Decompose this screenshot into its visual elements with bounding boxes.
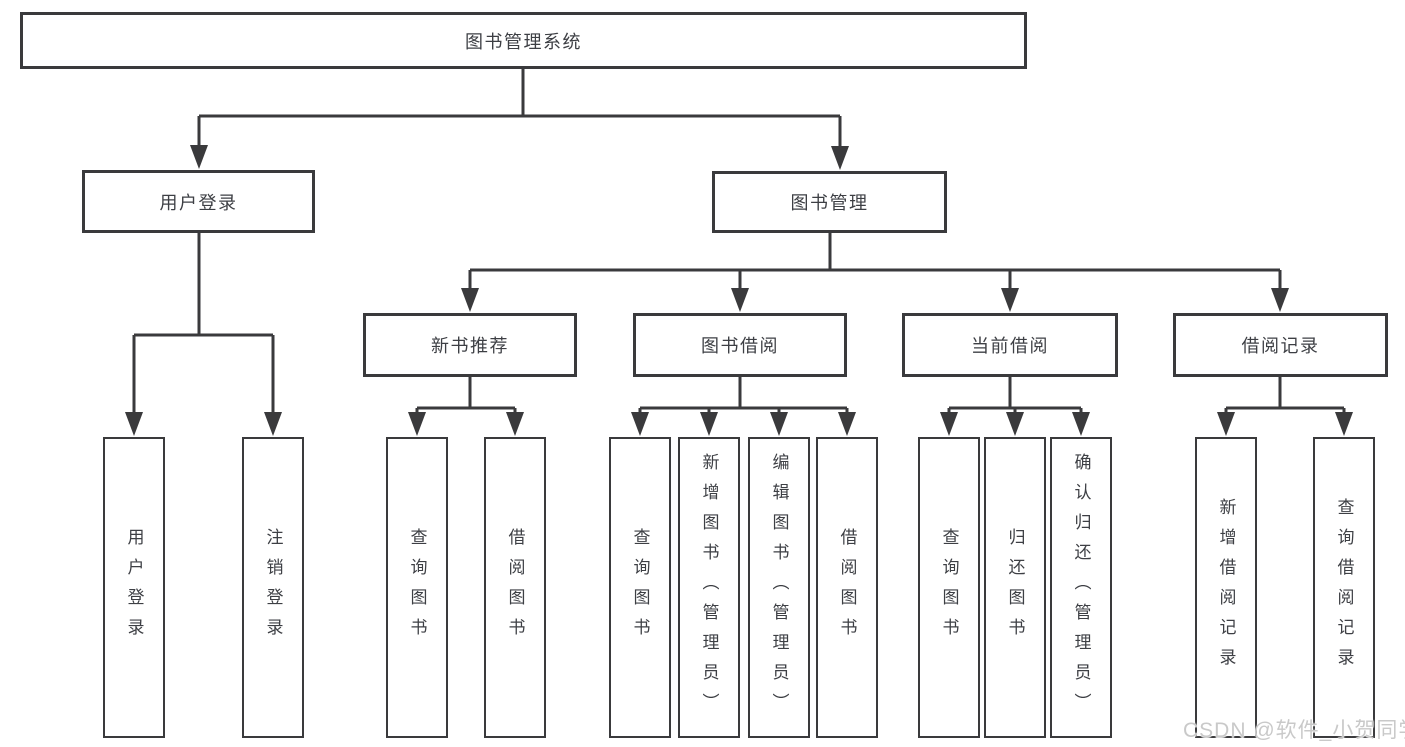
node-label: 借阅图书 [837,527,857,648]
node-book-borrowing: 图书借阅 [633,313,847,377]
leaf-add-borrow-record: 新增借阅记录 [1195,437,1257,738]
node-library-management-system: 图书管理系统 [20,12,1027,69]
node-label: 用户登录 [159,192,238,213]
leaf-add-books-admin: 新增图书（管理员） [678,437,740,738]
node-label: 借阅图书 [505,527,525,648]
node-borrowing-records: 借阅记录 [1173,313,1388,377]
node-label: 当前借阅 [971,336,1049,356]
leaf-query-books-borrowing: 查询图书 [609,437,671,738]
node-label: 查询图书 [939,527,959,648]
leaf-query-books-recommend: 查询图书 [386,437,448,738]
node-label: 查询图书 [407,527,427,648]
leaf-query-borrow-record: 查询借阅记录 [1313,437,1375,738]
node-label: 注销登录 [263,527,283,648]
leaf-confirm-return-admin: 确认归还（管理员） [1050,437,1112,738]
leaf-borrow-books: 借阅图书 [816,437,878,738]
node-label: 借阅记录 [1241,336,1320,356]
node-current-borrowing: 当前借阅 [902,313,1118,377]
node-label: 查询借阅记录 [1334,497,1354,678]
node-label: 图书管理系统 [465,31,582,52]
leaf-logout-login: 注销登录 [242,437,304,738]
csdn-watermark: CSDN @软件_小贺同学 [1183,719,1405,742]
node-label: 图书管理 [790,193,869,213]
leaf-edit-books-admin: 编辑图书（管理员） [748,437,810,738]
node-user-login: 用户登录 [82,170,315,233]
leaf-query-books-current: 查询图书 [918,437,980,738]
node-label: 新增借阅记录 [1216,497,1236,678]
node-label: 新书推荐 [431,336,509,356]
leaf-user-login: 用户登录 [103,437,165,738]
leaf-return-books: 归还图书 [984,437,1046,738]
node-label: 编辑图书（管理员） [769,452,789,723]
connector-arrowheads [125,145,1353,436]
node-label: 用户登录 [124,527,144,648]
node-label: 新增图书（管理员） [699,452,719,723]
leaf-borrow-books-recommend: 借阅图书 [484,437,546,738]
node-label: 确认归还（管理员） [1071,452,1091,723]
node-new-book-recommendation: 新书推荐 [363,313,577,377]
node-label: 归还图书 [1005,527,1025,648]
node-book-management: 图书管理 [712,171,947,233]
node-label: 图书借阅 [701,336,779,356]
node-label: 查询图书 [630,527,650,648]
